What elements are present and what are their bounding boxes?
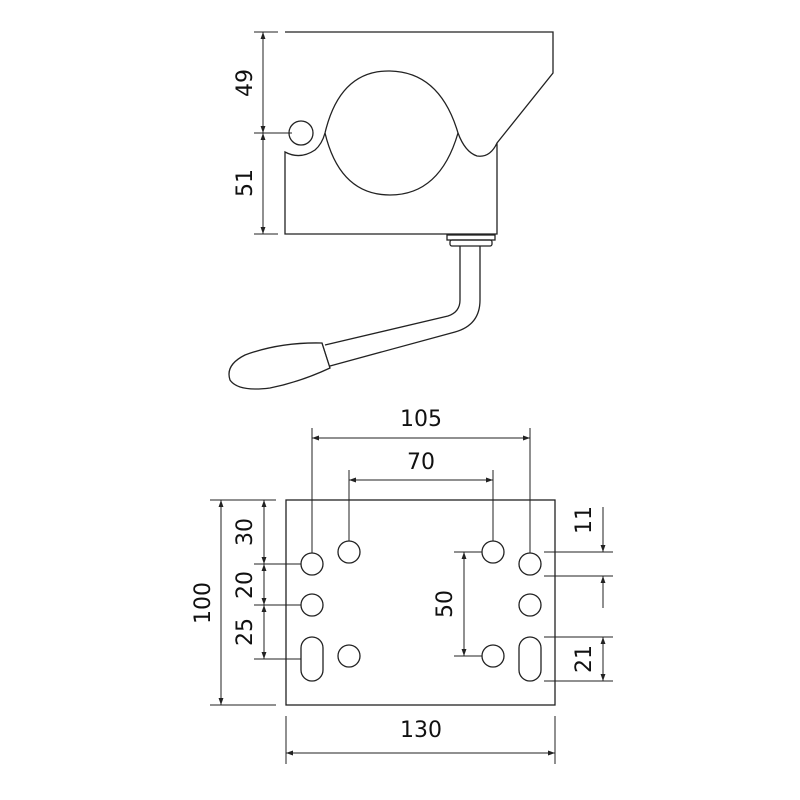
clamp-body-outline	[284, 31, 554, 235]
dim-50: 50	[433, 590, 458, 618]
hole	[481, 540, 505, 564]
dim-105: 105	[400, 407, 442, 432]
dim-49: 49	[233, 69, 258, 97]
nut-washer	[446, 234, 496, 241]
hole	[481, 644, 505, 668]
nut	[449, 239, 493, 247]
hole	[300, 552, 324, 576]
hole	[518, 593, 542, 617]
clamp-side-view	[228, 31, 554, 390]
plate-dimensions: 105 70 130 100 30 20 25 50 1	[191, 407, 613, 764]
hole	[337, 540, 361, 564]
plate-outline	[285, 499, 556, 706]
dim-25: 25	[233, 618, 258, 646]
dim-70: 70	[407, 450, 435, 475]
handle-rod	[324, 246, 481, 367]
slot	[518, 636, 542, 682]
mounting-plate	[285, 499, 556, 706]
clamp-bore	[324, 132, 459, 196]
dim-100: 100	[191, 582, 216, 624]
dim-11: 11	[572, 506, 597, 534]
handle-grip	[228, 342, 331, 390]
slot	[300, 636, 324, 682]
top-view-dimensions: 49 51	[233, 31, 292, 235]
hole	[300, 593, 324, 617]
dim-130: 130	[400, 718, 442, 743]
pin-hole	[288, 120, 314, 146]
dim-20: 20	[233, 571, 258, 599]
dim-30: 30	[233, 518, 258, 546]
dim-21: 21	[572, 645, 597, 673]
dim-51: 51	[233, 169, 258, 197]
hole	[337, 644, 361, 668]
hole	[518, 552, 542, 576]
